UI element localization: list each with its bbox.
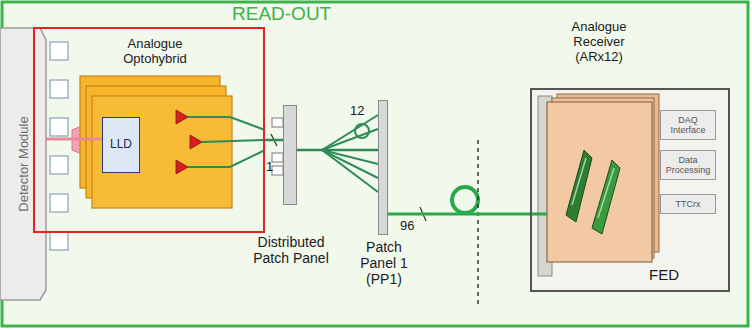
receiver-diode-symbol bbox=[592, 160, 620, 234]
readout-chip bbox=[50, 42, 68, 60]
fibre-connector bbox=[272, 153, 283, 162]
readout-chip bbox=[50, 156, 68, 174]
fibre-count: 12 bbox=[350, 104, 364, 118]
node-label: Data Processing bbox=[661, 155, 715, 176]
daq-interface-box: DAQ Interface bbox=[660, 110, 716, 140]
receiver-diodes bbox=[566, 150, 620, 234]
zone-boundary bbox=[477, 140, 479, 305]
readout-chip bbox=[50, 232, 68, 250]
fibre-loop bbox=[355, 124, 369, 138]
patch-connectors bbox=[272, 118, 283, 175]
fibre-connector bbox=[272, 166, 283, 175]
fibre-count: 96 bbox=[400, 219, 414, 233]
laser-diode-symbol bbox=[176, 110, 188, 124]
fibre bbox=[297, 129, 378, 150]
readout-chip bbox=[50, 194, 68, 212]
lld-chip: LLD bbox=[102, 117, 140, 173]
fibre-count: 1 bbox=[266, 160, 273, 174]
laser-diode-symbol bbox=[190, 135, 202, 149]
fibre-link bbox=[297, 149, 378, 152]
fibre-connector bbox=[272, 118, 283, 127]
receiver-card bbox=[547, 102, 652, 262]
receiver-diode-stripe bbox=[598, 168, 614, 218]
distributed-patch-panel: Distributed Patch Panel bbox=[283, 105, 297, 205]
laser-diodes bbox=[176, 110, 202, 174]
node-label: TTCrx bbox=[661, 199, 715, 209]
detector-shape bbox=[0, 28, 46, 300]
node-label: Distributed Patch Panel bbox=[251, 234, 331, 266]
data-processing-box: Data Processing bbox=[660, 150, 716, 180]
fibre bbox=[188, 150, 265, 167]
node-label: FED bbox=[644, 266, 684, 283]
fed-board-fill bbox=[530, 88, 730, 292]
node-label: Analogue Receiver (ARx12) bbox=[559, 20, 639, 65]
fed-board: FED Analogue Receiver (ARx12) DAQ Interfac… bbox=[530, 88, 730, 292]
readout-chip bbox=[50, 80, 68, 98]
readout-chip bbox=[50, 118, 68, 136]
ttcrx-box: TTCrx bbox=[660, 194, 716, 214]
node-label: Analogue Optohybrid bbox=[105, 37, 205, 67]
fibre bbox=[188, 117, 265, 130]
laser-diode-symbol bbox=[176, 160, 188, 174]
fibre-ribbon-loop bbox=[452, 187, 478, 213]
optohybrid-card bbox=[92, 96, 232, 208]
fibre-ribbon-link bbox=[388, 213, 547, 216]
patch-panel: Patch Panel 1 (PP1) bbox=[378, 100, 388, 235]
fibre bbox=[297, 150, 378, 178]
node-label: DAQ Interface bbox=[661, 115, 715, 136]
node-label: Patch Panel 1 (PP1) bbox=[354, 239, 414, 287]
receiver-diode-symbol bbox=[566, 150, 592, 222]
fibre bbox=[297, 115, 378, 150]
optohybrid-box: Analogue OptohybridLLD bbox=[33, 27, 265, 233]
node-label: Detector Module bbox=[17, 116, 32, 211]
readout-frame bbox=[2, 2, 748, 326]
detector-signal-link bbox=[45, 138, 102, 141]
detector-module: Detector Module bbox=[3, 30, 45, 298]
readout-chip-column bbox=[50, 42, 68, 250]
fibre-link bbox=[265, 139, 283, 142]
node-label: LLD bbox=[103, 138, 139, 152]
diagram-title: READ-OUT bbox=[232, 4, 331, 25]
fibre bbox=[202, 140, 265, 142]
fibre bbox=[297, 150, 378, 192]
receiver-diode-stripe bbox=[572, 158, 586, 205]
analogue-receiver: Analogue Receiver (ARx12) bbox=[547, 102, 652, 262]
